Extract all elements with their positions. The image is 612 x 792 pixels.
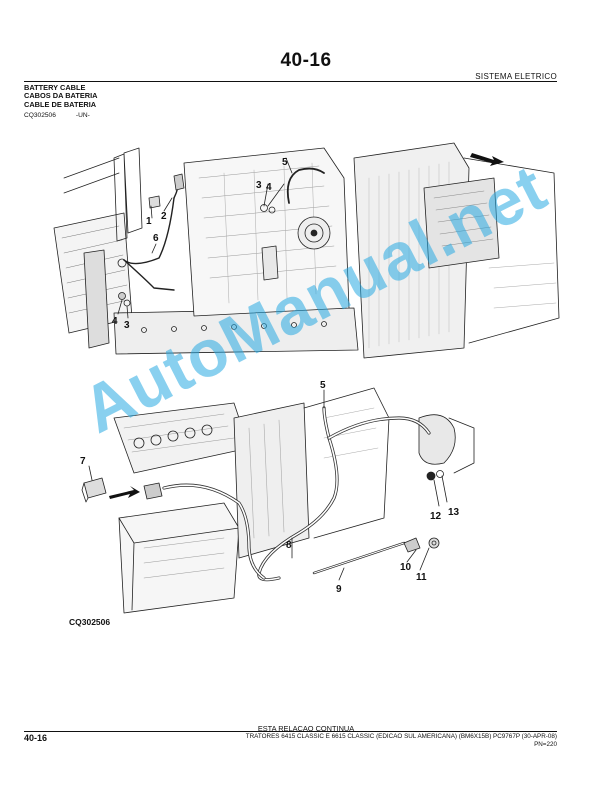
footer-page-number: 40-16 bbox=[24, 733, 48, 743]
callout-4: 4 bbox=[266, 182, 272, 193]
callout-7: 7 bbox=[80, 456, 86, 467]
callout-13: 13 bbox=[448, 507, 460, 518]
title-portuguese: CABOS DA BATERIA bbox=[24, 91, 98, 101]
callout-3b: 3 bbox=[124, 320, 130, 331]
callout-5: 5 bbox=[282, 157, 288, 168]
title-english: BATTERY CABLE bbox=[24, 83, 86, 92]
figure-title: BATTERY CABLE CABOS DA BATERIA CABLE DE … bbox=[24, 83, 98, 109]
callout-12: 12 bbox=[430, 511, 442, 522]
continue-note: ESTA RELACAO CONTINUA bbox=[257, 724, 355, 733]
title-spanish: CABLE DE BATERIA bbox=[24, 99, 97, 109]
callout-1: 1 bbox=[146, 216, 152, 227]
battery-cable-illustration: 1 2 3 4 5 6 4 3 bbox=[53, 142, 560, 627]
callout-9: 9 bbox=[336, 584, 342, 595]
figure-code: CQ302506 -UN- bbox=[24, 112, 90, 119]
figure-code-number: CQ302506 bbox=[24, 112, 56, 119]
page-number: 40-16 bbox=[280, 50, 332, 71]
callout-2: 2 bbox=[161, 211, 167, 222]
footer-publication: TRATORES 6415 CLASSIC E 6615 CLASSIC (ED… bbox=[246, 733, 557, 749]
callout-10: 10 bbox=[400, 562, 412, 573]
callout-3: 3 bbox=[256, 180, 262, 191]
callout-8: 8 bbox=[286, 540, 292, 551]
header-rule bbox=[24, 81, 557, 82]
callout-6: 6 bbox=[153, 233, 159, 244]
footer-rule bbox=[24, 731, 557, 732]
bottom-drawing: 5 7 8 9 10 11 12 13 CQ302506 bbox=[69, 380, 475, 627]
figure-code-suffix: -UN- bbox=[75, 112, 90, 119]
publication-line: TRATORES 6415 CLASSIC E 6615 CLASSIC (ED… bbox=[245, 733, 557, 740]
section-name: SISTEMA ELETRICO bbox=[475, 72, 557, 81]
callout-11: 11 bbox=[416, 572, 427, 583]
top-drawing: 1 2 3 4 5 6 4 3 bbox=[53, 142, 560, 359]
publication-code: PN=220 bbox=[534, 741, 557, 748]
callout-5b: 5 bbox=[320, 380, 326, 391]
figure-bottom-label: CQ302506 bbox=[69, 617, 110, 627]
callout-4b: 4 bbox=[112, 316, 118, 327]
